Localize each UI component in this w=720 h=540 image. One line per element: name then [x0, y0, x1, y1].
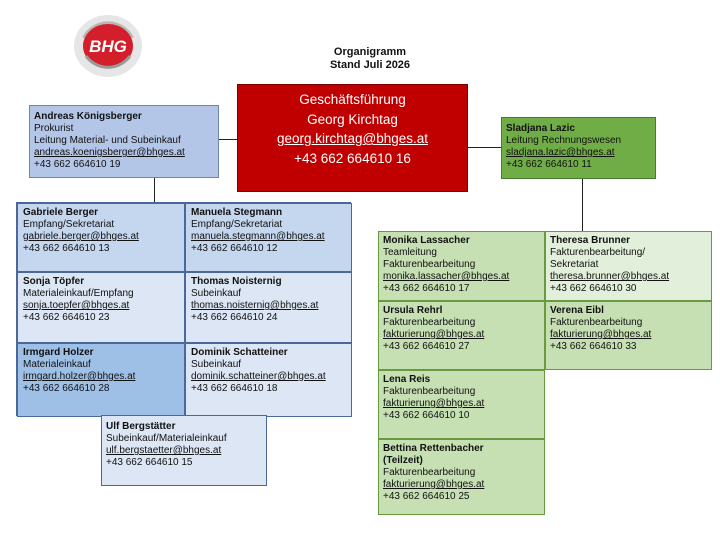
staff-email-link[interactable]: fakturierung@bhges.at: [383, 329, 485, 340]
staff-name: Theresa Brunner: [550, 235, 631, 246]
staff-role: Fakturenbearbeitung: [550, 317, 643, 328]
ceo-name: Georg Kirchtag: [307, 111, 398, 127]
staff-name: Sonja Töpfer: [23, 276, 85, 287]
left-head-email-link[interactable]: andreas.koenigsberger@bhges.at: [34, 147, 185, 158]
right-head-email-link[interactable]: sladjana.lazic@bhges.at: [506, 147, 615, 158]
title-line-1: Organigramm: [333, 46, 407, 58]
staff-phone: +43 662 664610 17: [383, 283, 470, 294]
ceo-phone: +43 662 664610 16: [294, 150, 411, 166]
staff-card: Theresa Brunner Fakturenbearbeitung/ Sek…: [545, 231, 712, 301]
staff-name: Gabriele Berger: [23, 207, 99, 218]
staff-role-2: Fakturenbearbeitung: [383, 259, 476, 270]
staff-card: Gabriele Berger Empfang/Sekretariat gabr…: [17, 203, 185, 272]
ceo-box: Geschäftsführung Georg Kirchtag georg.ki…: [237, 84, 468, 192]
staff-phone: +43 662 664610 24: [191, 312, 278, 323]
staff-role: Empfang/Sekretariat: [23, 219, 115, 230]
staff-name: Dominik Schatteiner: [191, 347, 288, 358]
staff-email-link[interactable]: monika.lassacher@bhges.at: [383, 271, 510, 282]
staff-name: Thomas Noisternig: [191, 276, 282, 287]
staff-card: Bettina Rettenbacher (Teilzeit) Fakturen…: [378, 439, 545, 515]
staff-role: Fakturenbearbeitung/: [550, 247, 646, 258]
staff-name: Irmgard Holzer: [23, 347, 94, 358]
bhg-logo: BHG: [74, 15, 142, 77]
staff-email-link[interactable]: ulf.bergstaetter@bhges.at: [106, 445, 222, 456]
ceo-email-link[interactable]: georg.kirchtag@bhges.at: [276, 131, 429, 146]
staff-phone: +43 662 664610 30: [550, 283, 637, 294]
staff-name: Ursula Rehrl: [383, 305, 443, 316]
staff-card: Irmgard Holzer Materialeinkauf irmgard.h…: [17, 343, 185, 417]
staff-phone: +43 662 664610 10: [383, 410, 470, 421]
right-head-box: Sladjana Lazic Leitung Rechnungswesen sl…: [501, 117, 656, 179]
connector-right-down: [582, 179, 583, 231]
connector-left-down: [154, 177, 155, 203]
ceo-role: Geschäftsführung: [299, 92, 406, 107]
staff-name: Monika Lassacher: [383, 235, 470, 246]
staff-card: Lena Reis Fakturenbearbeitung fakturieru…: [378, 370, 545, 439]
staff-role: Subeinkauf/Materialeinkauf: [106, 433, 227, 444]
staff-card: Ursula Rehrl Fakturenbearbeitung fakturi…: [378, 301, 545, 370]
staff-name-note: (Teilzeit): [383, 455, 423, 466]
staff-name: Lena Reis: [383, 374, 431, 385]
staff-email-link[interactable]: sonja.toepfer@bhges.at: [23, 300, 130, 311]
left-head-role: Leitung Material- und Subeinkauf: [34, 135, 181, 146]
logo-text: BHG: [89, 37, 127, 56]
staff-phone: +43 662 664610 23: [23, 312, 110, 323]
staff-email-link[interactable]: manuela.stegmann@bhges.at: [191, 231, 325, 242]
staff-card: Verena Eibl Fakturenbearbeitung fakturie…: [545, 301, 712, 370]
page-title: Organigramm Stand Juli 2026: [250, 46, 490, 72]
staff-role: Subeinkauf: [191, 288, 242, 299]
right-head-role: Leitung Rechnungswesen: [506, 135, 622, 146]
staff-card: Sonja Töpfer Materialeinkauf/Empfang son…: [17, 272, 185, 343]
left-staff-grid: Gabriele Berger Empfang/Sekretariat gabr…: [16, 202, 352, 417]
staff-role: Materialeinkauf/Empfang: [23, 288, 134, 299]
staff-phone: +43 662 664610 15: [106, 457, 193, 468]
staff-role: Fakturenbearbeitung: [383, 386, 476, 397]
staff-name: Verena Eibl: [550, 305, 604, 316]
staff-phone: +43 662 664610 25: [383, 491, 470, 502]
staff-email-link[interactable]: dominik.schatteiner@bhges.at: [191, 371, 326, 382]
title-line-2: Stand Juli 2026: [329, 59, 411, 71]
staff-email-link[interactable]: fakturierung@bhges.at: [383, 479, 485, 490]
staff-email-link[interactable]: thomas.noisternig@bhges.at: [191, 300, 319, 311]
staff-role: Teamleitung: [383, 247, 437, 258]
left-head-phone: +43 662 664610 19: [34, 159, 121, 170]
staff-phone: +43 662 664610 18: [191, 383, 278, 394]
staff-phone: +43 662 664610 28: [23, 383, 110, 394]
staff-card: Thomas Noisternig Subeinkauf thomas.nois…: [185, 272, 352, 343]
staff-card: Monika Lassacher Teamleitung Fakturenbea…: [378, 231, 545, 301]
staff-phone: +43 662 664610 13: [23, 243, 110, 254]
staff-card: Ulf Bergstätter Subeinkauf/Materialeinka…: [101, 415, 267, 486]
staff-email-link[interactable]: irmgard.holzer@bhges.at: [23, 371, 136, 382]
staff-phone: +43 662 664610 27: [383, 341, 470, 352]
left-head-name: Andreas Königsberger: [34, 111, 142, 122]
connector-ceo-right: [468, 147, 501, 148]
staff-phone: +43 662 664610 33: [550, 341, 637, 352]
right-head-phone: +43 662 664610 11: [506, 159, 592, 170]
left-head-box: Andreas Königsberger Prokurist Leitung M…: [29, 105, 219, 178]
staff-email-link[interactable]: theresa.brunner@bhges.at: [550, 271, 670, 282]
staff-email-link[interactable]: fakturierung@bhges.at: [383, 398, 485, 409]
staff-role-2: Sekretariat: [550, 259, 599, 270]
staff-role: Materialeinkauf: [23, 359, 91, 370]
staff-phone: +43 662 664610 12: [191, 243, 278, 254]
staff-role: Fakturenbearbeitung: [383, 467, 476, 478]
connector-left-ceo: [218, 139, 237, 140]
staff-card: Dominik Schatteiner Subeinkauf dominik.s…: [185, 343, 352, 417]
staff-role: Fakturenbearbeitung: [383, 317, 476, 328]
staff-name: Bettina Rettenbacher: [383, 443, 484, 454]
left-head-title: Prokurist: [34, 123, 74, 134]
staff-email-link[interactable]: gabriele.berger@bhges.at: [23, 231, 139, 242]
staff-role: Subeinkauf: [191, 359, 242, 370]
staff-name: Ulf Bergstätter: [106, 421, 176, 432]
staff-name: Manuela Stegmann: [191, 207, 283, 218]
staff-card: Manuela Stegmann Empfang/Sekretariat man…: [185, 203, 352, 272]
right-head-name: Sladjana Lazic: [506, 123, 575, 134]
staff-email-link[interactable]: fakturierung@bhges.at: [550, 329, 652, 340]
staff-role: Empfang/Sekretariat: [191, 219, 283, 230]
